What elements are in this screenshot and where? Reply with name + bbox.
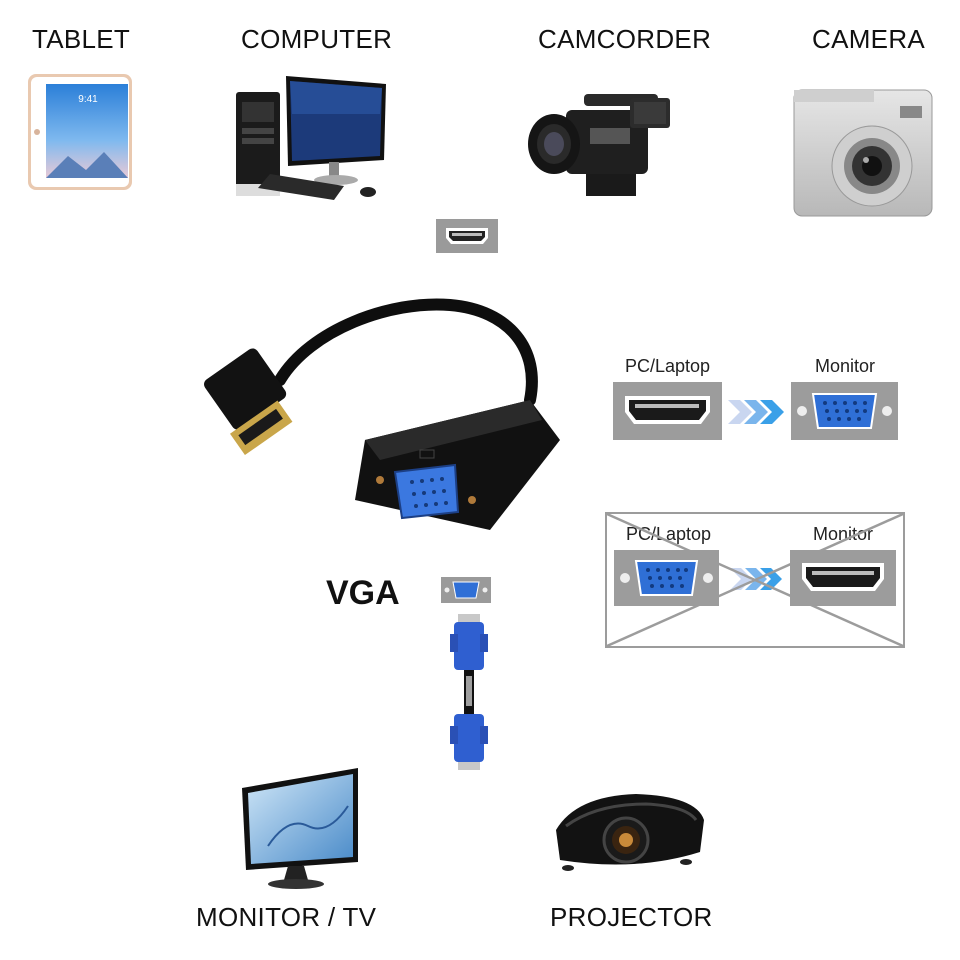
correct-source-label: PC/Laptop <box>625 356 711 376</box>
vga-port-icon <box>441 577 491 603</box>
monitor-tv-label: MONITOR / TV <box>196 902 377 932</box>
wrong-hdmi-port-icon <box>790 550 896 606</box>
wrong-vga-port-icon <box>614 550 719 606</box>
computer-image <box>234 74 394 202</box>
correct-vga-port-icon <box>791 382 898 440</box>
correct-hdmi-port-icon <box>613 382 722 440</box>
tablet-image: 9:41 <box>28 74 134 192</box>
tablet-label: TABLET <box>32 24 131 54</box>
monitor-tv-image <box>238 766 364 890</box>
wrong-source-label: PC/Laptop <box>626 524 712 544</box>
correct-direction-arrows-icon <box>728 398 784 426</box>
computer-label: COMPUTER <box>241 24 393 54</box>
projector-label: PROJECTOR <box>550 902 713 932</box>
tablet-clock: 9:41 <box>78 94 98 105</box>
vga-cable-image <box>446 614 492 770</box>
wrong-target-label: Monitor <box>813 524 874 544</box>
vga-label: VGA <box>326 574 400 612</box>
projector-image <box>546 790 706 874</box>
wrong-direction-panel <box>605 512 905 648</box>
camera-label: CAMERA <box>812 24 926 54</box>
camcorder-image <box>526 88 672 200</box>
wrong-direction-cross-icon <box>605 512 905 648</box>
camcorder-label: CAMCORDER <box>538 24 712 54</box>
hdmi-to-vga-adapter-image <box>190 290 570 540</box>
hdmi-port-icon <box>436 219 498 253</box>
correct-target-label: Monitor <box>815 356 876 376</box>
camera-image <box>792 84 938 220</box>
